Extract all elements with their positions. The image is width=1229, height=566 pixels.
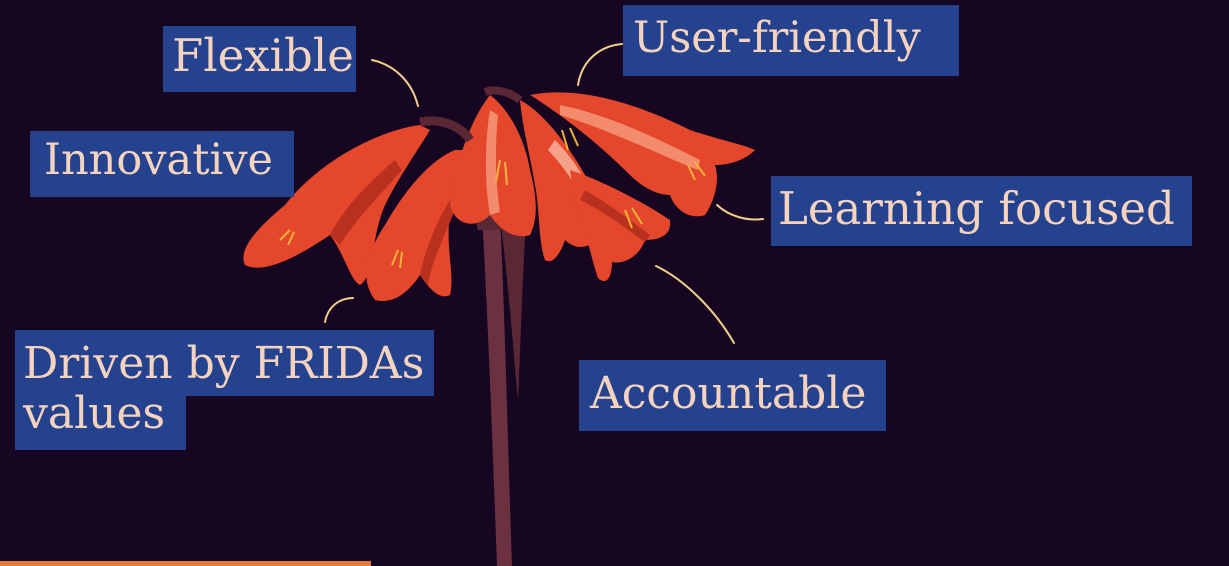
- label-box-user-friendly: [623, 5, 959, 76]
- label-learning-focused: Learning focused: [778, 182, 1175, 235]
- label-box-learning-focused: [771, 176, 1192, 246]
- label-innovative: Innovative: [44, 135, 273, 185]
- flower-blooms: [243, 86, 755, 301]
- label-box-accountable: [579, 360, 886, 431]
- label-user-friendly: User-friendly: [633, 13, 921, 63]
- label-box-driven-line1: [15, 330, 434, 396]
- accent-bar: [0, 561, 371, 566]
- label-flexible: Flexible: [172, 29, 354, 82]
- label-box-flexible: [163, 26, 356, 92]
- label-box-driven-line2: [15, 390, 186, 450]
- label-box-innovative: [30, 131, 294, 197]
- label-driven-line2: values: [23, 388, 166, 439]
- label-accountable: Accountable: [590, 368, 867, 419]
- flower-stem: [470, 200, 535, 566]
- flower-stamens: [279, 127, 706, 269]
- label-driven-line1: Driven by FRIDAs: [23, 338, 425, 389]
